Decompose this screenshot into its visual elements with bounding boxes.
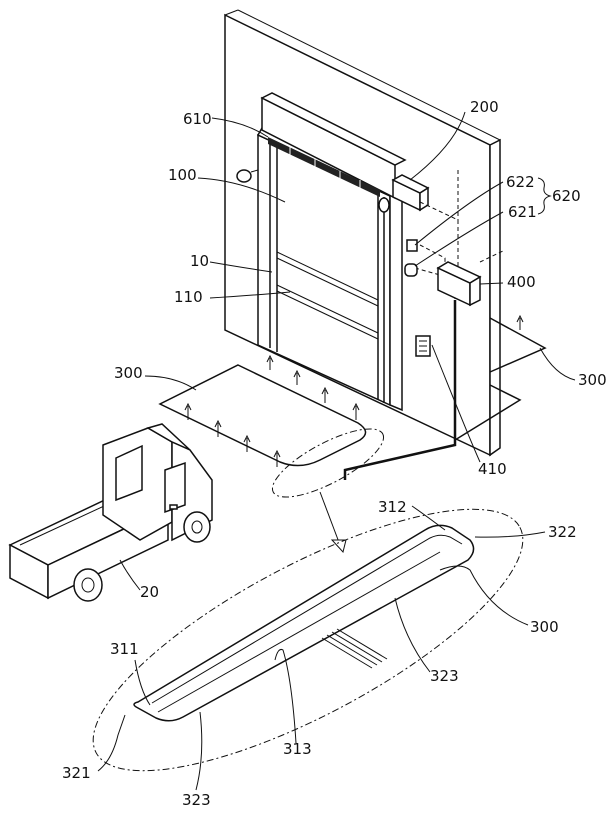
label-621: 621 bbox=[508, 203, 537, 221]
keypad bbox=[416, 336, 430, 356]
label-100: 100 bbox=[168, 166, 197, 184]
brace-620 bbox=[538, 178, 550, 214]
label-110: 110 bbox=[174, 288, 203, 306]
label-10: 10 bbox=[190, 252, 209, 270]
label-323-upper: 323 bbox=[430, 667, 459, 685]
label-300-detail: 300 bbox=[530, 618, 559, 636]
label-300-left: 300 bbox=[114, 364, 143, 382]
label-321: 321 bbox=[62, 764, 91, 782]
label-322: 322 bbox=[548, 523, 577, 541]
label-313: 313 bbox=[283, 740, 312, 758]
label-312: 312 bbox=[378, 498, 407, 516]
label-400: 400 bbox=[507, 273, 536, 291]
label-610: 610 bbox=[183, 110, 212, 128]
label-622: 622 bbox=[506, 173, 535, 191]
label-20: 20 bbox=[140, 583, 159, 601]
label-410: 410 bbox=[478, 460, 507, 478]
label-323-lower: 323 bbox=[182, 791, 211, 809]
label-200: 200 bbox=[470, 98, 499, 116]
truck bbox=[10, 424, 212, 601]
label-311: 311 bbox=[110, 640, 139, 658]
label-300-right: 300 bbox=[578, 371, 607, 389]
label-620: 620 bbox=[552, 187, 581, 205]
